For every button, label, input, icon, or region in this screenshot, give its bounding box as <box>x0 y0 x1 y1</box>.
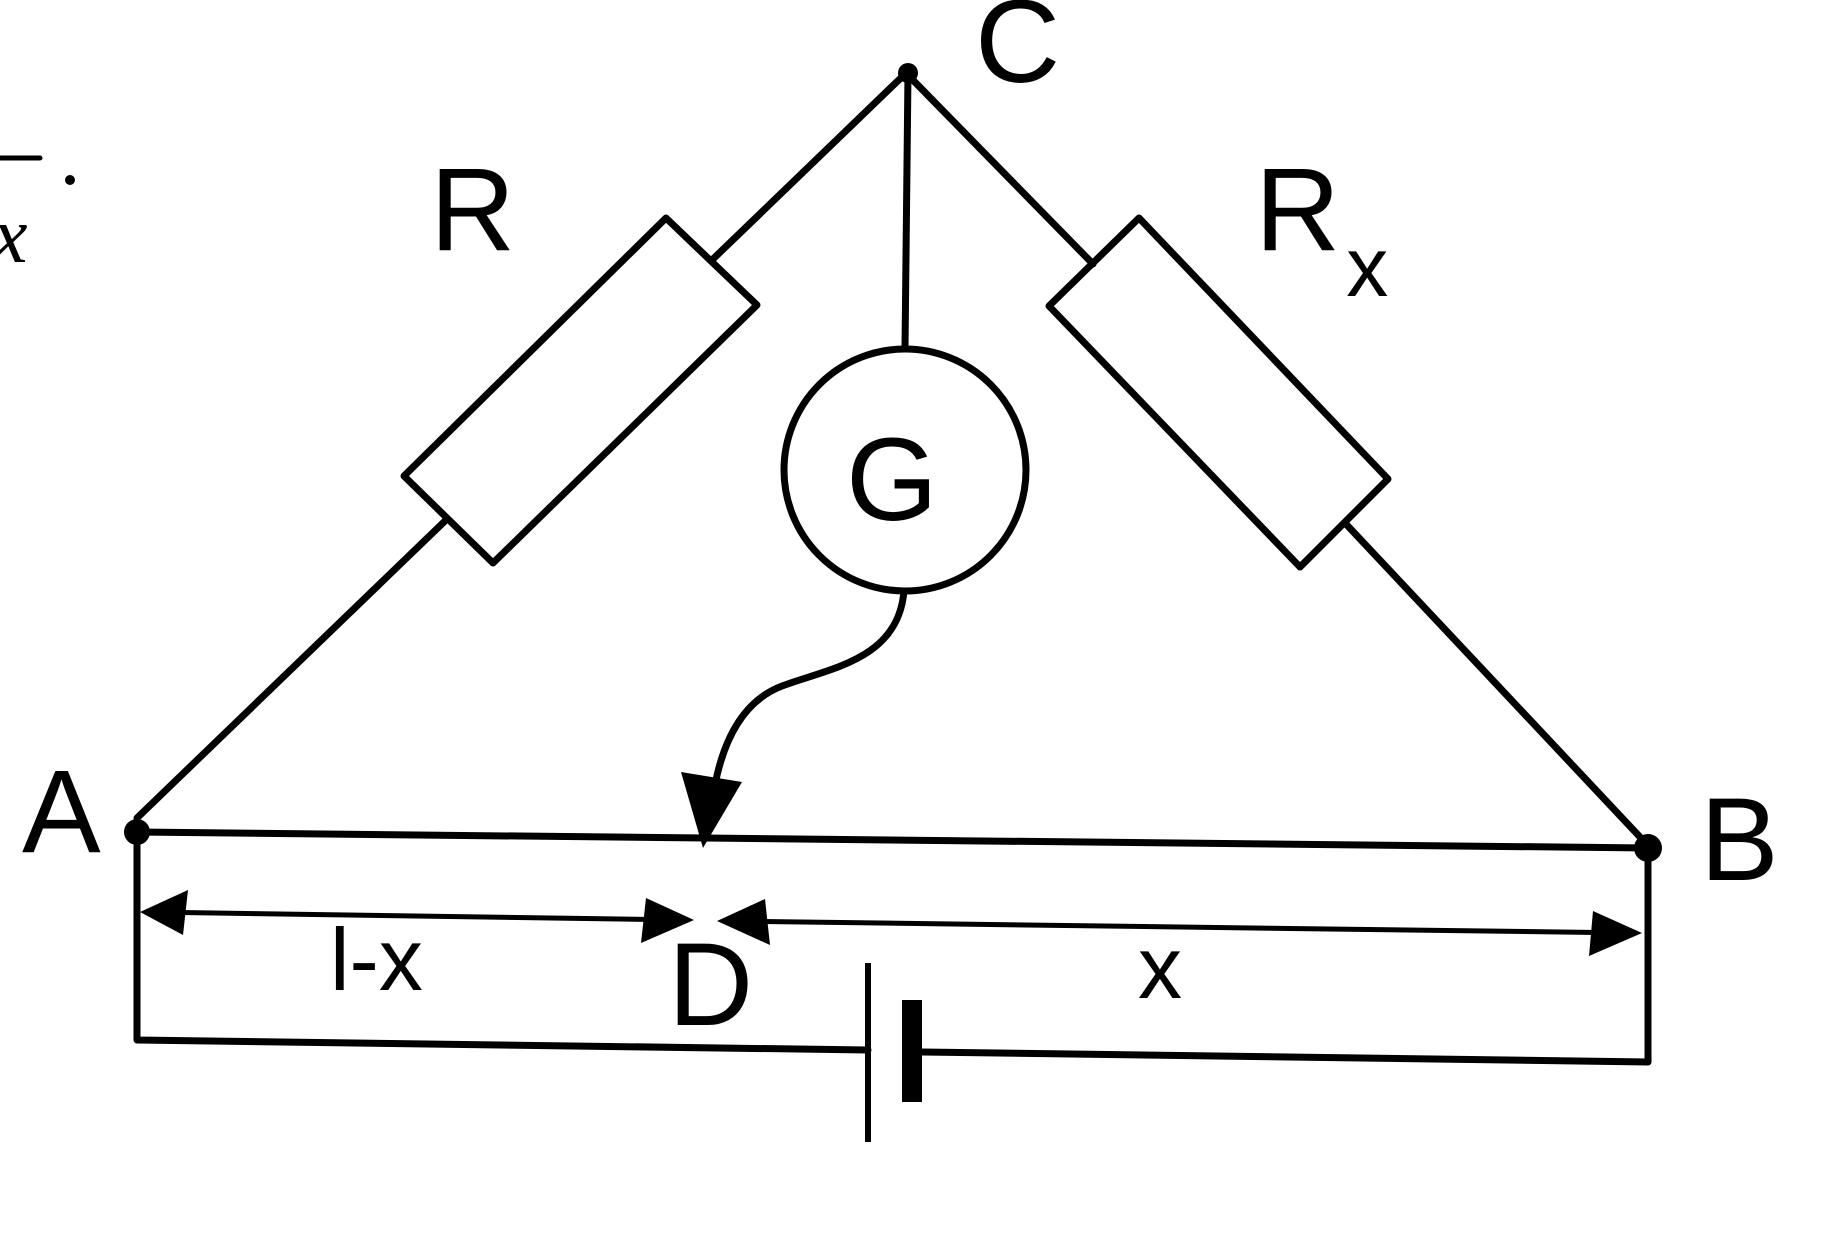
label-rx-main: R <box>1255 144 1340 276</box>
formula-fragment: x <box>0 155 75 280</box>
resistor-rx <box>1045 214 1392 571</box>
formula-dot <box>65 175 75 185</box>
dimension-line-x <box>722 918 1637 936</box>
arrowhead-right-d <box>641 898 694 943</box>
jockey-arrowhead <box>681 772 742 848</box>
resistor-r <box>400 214 761 567</box>
battery-circuit <box>133 828 1652 1142</box>
wire-c-to-rx <box>902 69 1097 268</box>
wire-rx-to-b <box>1341 519 1644 841</box>
dimension-x <box>717 899 1642 956</box>
slide-wire <box>133 828 1652 852</box>
label-c: C <box>975 0 1060 108</box>
label-b: B <box>1700 774 1779 906</box>
label-rx-subscript: x <box>1346 220 1388 314</box>
label-r: R <box>430 144 515 276</box>
label-l-minus-x: l-x <box>330 910 423 1009</box>
arm-left <box>133 69 910 822</box>
junction-c <box>898 63 918 83</box>
arrowhead-left-d <box>717 899 770 945</box>
label-x: x <box>1138 918 1182 1017</box>
wire-battery-to-b <box>918 844 1652 1066</box>
dimension-l-minus-x <box>140 890 694 943</box>
label-g: G <box>846 414 938 546</box>
formula-variable: x <box>0 192 28 280</box>
dimension-line-l-minus-x <box>145 909 689 923</box>
label-rx: Rx <box>1255 144 1388 314</box>
battery-short-plate <box>902 1000 922 1102</box>
wire-a-to-r <box>133 516 450 822</box>
label-a: A <box>22 746 101 878</box>
wire-r-to-c <box>708 69 910 264</box>
arrowhead-left-a <box>140 890 188 935</box>
wire-a-to-battery <box>133 828 872 1054</box>
label-d: D <box>668 919 753 1051</box>
jockey-wire <box>710 587 908 794</box>
arm-right <box>902 69 1644 841</box>
galvanometer-branch <box>681 69 1030 848</box>
wire-c-to-g <box>901 69 912 352</box>
arrowhead-right-b <box>1589 911 1642 956</box>
